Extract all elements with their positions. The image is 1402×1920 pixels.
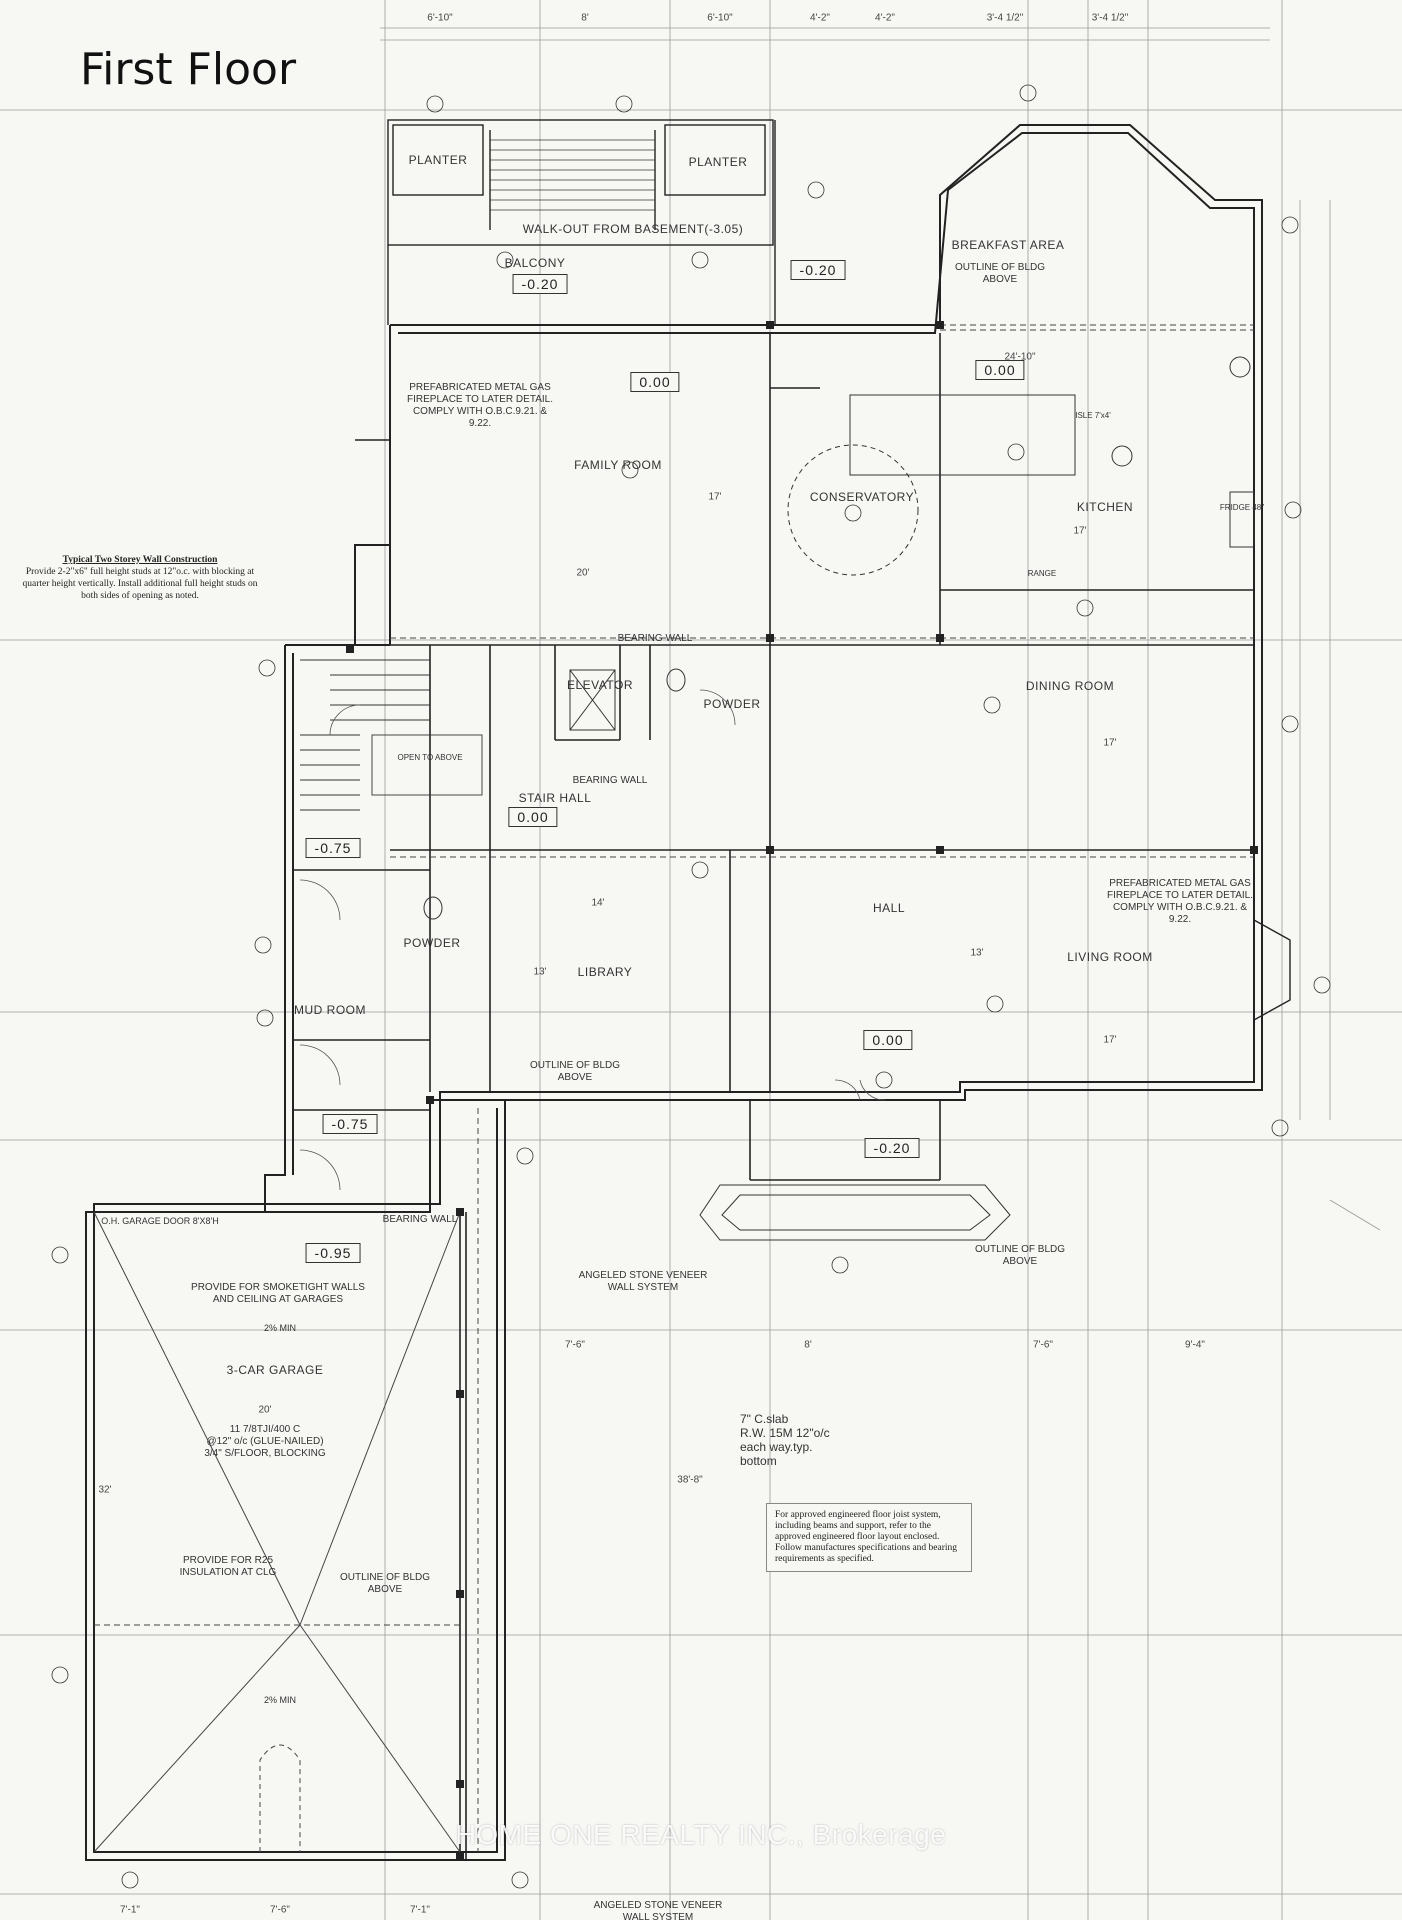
label-balcony: BALCONY bbox=[504, 256, 566, 270]
dim-top-3: 6'-10" bbox=[707, 12, 733, 24]
note-engineered-joist: For approved engineered floor joist syst… bbox=[766, 1503, 972, 1572]
bearing-lines bbox=[94, 324, 1254, 1852]
brokerage-watermark: HOME ONE REALTY INC., Brokerage bbox=[455, 1819, 947, 1850]
dim-mid-3: 7'-6" bbox=[1033, 1339, 1053, 1351]
label-kitchen: KITCHEN bbox=[1076, 500, 1134, 514]
dim-bottom-2: 7'-6" bbox=[270, 1904, 290, 1916]
dim-dining-17: 17' bbox=[1103, 737, 1117, 749]
level-stair-side: -0.75 bbox=[305, 838, 361, 858]
main-stair bbox=[300, 659, 483, 811]
dim-top-7: 3'-4 1/2" bbox=[1091, 12, 1129, 24]
interior-walls bbox=[293, 333, 1254, 1860]
typical-wall-body: Provide 2-2"x6" full height studs at 12"… bbox=[22, 567, 258, 601]
note-bldg-above-1: OUTLINE OF BLDG ABOVE bbox=[954, 262, 1045, 285]
level-balcony: -0.20 bbox=[512, 274, 568, 294]
fireplaces bbox=[355, 439, 1291, 1021]
note-bldg-above-3: OUTLINE OF BLDG ABOVE bbox=[974, 1244, 1065, 1267]
note-bearing-wall-2: BEARING WALL bbox=[572, 775, 648, 786]
note-garage-door: O.H. GARAGE DOOR 8'X8'H bbox=[101, 1216, 219, 1226]
note-slope-2: 2% MIN bbox=[263, 1695, 296, 1705]
dim-top-5: 4'-2" bbox=[875, 12, 895, 24]
label-hall: HALL bbox=[872, 901, 906, 915]
note-range: RANGE bbox=[1027, 569, 1057, 578]
dim-library-13: 13' bbox=[533, 966, 547, 978]
dim-mid-1: 7'-6" bbox=[565, 1339, 585, 1351]
dim-family-width: 20' bbox=[576, 567, 590, 579]
label-living-room: LIVING ROOM bbox=[1067, 950, 1153, 964]
label-walkout: WALK-OUT FROM BASEMENT(-3.05) bbox=[522, 222, 744, 236]
level-mud: -0.75 bbox=[322, 1114, 378, 1134]
level-stair: 0.00 bbox=[508, 807, 558, 827]
level-family: 0.00 bbox=[630, 372, 680, 392]
label-planter-right: PLANTER bbox=[688, 155, 748, 169]
note-stone-veneer-2: ANGELED STONE VENEER WALL SYSTEM bbox=[593, 1900, 723, 1920]
level-kitchen: 0.00 bbox=[975, 360, 1025, 380]
dim-front-38: 38'-8" bbox=[677, 1474, 703, 1486]
dim-top-6: 3'-4 1/2" bbox=[986, 12, 1024, 24]
level-entry: -0.20 bbox=[864, 1138, 920, 1158]
dim-top-4: 4'-2" bbox=[810, 12, 830, 24]
front-steps bbox=[699, 1184, 1011, 1241]
conservatory-outline bbox=[787, 444, 919, 576]
note-isle: ISLE 7'x4' bbox=[1075, 411, 1111, 420]
dim-mid-2: 8' bbox=[804, 1339, 812, 1351]
note-garage-walls: PROVIDE FOR SMOKETIGHT WALLS AND CEILING… bbox=[191, 1282, 365, 1305]
note-garage-insulation: PROVIDE FOR R25 INSULATION AT CLG bbox=[179, 1555, 277, 1578]
label-stair-hall: STAIR HALL bbox=[518, 791, 592, 805]
dim-garage-20: 20' bbox=[258, 1404, 272, 1416]
note-garage-joist: 11 7/8TJI/400 C @12" o/c (GLUE-NAILED) 3… bbox=[204, 1424, 326, 1459]
fixtures bbox=[423, 356, 1255, 920]
floor-title: First Floor bbox=[80, 44, 297, 95]
level-garage: -0.95 bbox=[305, 1243, 361, 1263]
dim-kitchen-width: 24'-10" bbox=[1004, 351, 1036, 363]
dim-library-14: 14' bbox=[591, 897, 605, 909]
level-deck: -0.20 bbox=[790, 260, 846, 280]
dim-mid-4: 9'-4" bbox=[1185, 1339, 1205, 1351]
label-mud-room: MUD ROOM bbox=[294, 1003, 366, 1017]
label-library: LIBRARY bbox=[577, 965, 633, 979]
basement-stairs bbox=[490, 139, 655, 211]
label-powder-lower: POWDER bbox=[403, 936, 461, 950]
note-bearing-wall-1: BEARING WALL bbox=[617, 633, 693, 644]
note-fireplace-living: PREFABRICATED METAL GAS FIREPLACE TO LAT… bbox=[1107, 878, 1253, 925]
label-conservatory: CONSERVATORY bbox=[809, 490, 915, 504]
dim-top-2: 8' bbox=[581, 12, 589, 24]
note-slope-1: 2% MIN bbox=[263, 1323, 296, 1333]
garage-slope-lines bbox=[93, 1211, 461, 1853]
dim-family-height: 17' bbox=[708, 491, 722, 503]
note-bldg-above-2: OUTLINE OF BLDG ABOVE bbox=[529, 1060, 620, 1083]
door-swings bbox=[299, 689, 886, 1191]
note-fireplace-family: PREFABRICATED METAL GAS FIREPLACE TO LAT… bbox=[407, 382, 553, 429]
label-powder-upper: POWDER bbox=[703, 697, 761, 711]
label-family-room: FAMILY ROOM bbox=[574, 458, 662, 472]
note-open-above: OPEN TO ABOVE bbox=[397, 753, 463, 762]
label-breakfast: BREAKFAST AREA bbox=[951, 238, 1065, 252]
dim-bottom-1: 7'-1" bbox=[120, 1904, 140, 1916]
note-bldg-above-4: OUTLINE OF BLDG ABOVE bbox=[339, 1572, 430, 1595]
dim-living-17: 17' bbox=[1103, 1034, 1117, 1046]
dim-living-13: 13' bbox=[970, 947, 984, 959]
level-hall: 0.00 bbox=[863, 1030, 913, 1050]
note-bearing-wall-3: BEARING WALL bbox=[382, 1214, 458, 1225]
label-planter-left: PLANTER bbox=[408, 153, 468, 167]
label-elevator: ELEVATOR bbox=[566, 678, 634, 692]
column-posts bbox=[346, 321, 1258, 1860]
detail-tags bbox=[51, 84, 1331, 1889]
note-slab: 7" C.slab R.W. 15M 12"o/c each way.typ. … bbox=[740, 1412, 830, 1468]
dim-garage-32: 32' bbox=[98, 1484, 112, 1496]
label-dining-room: DINING ROOM bbox=[1025, 679, 1115, 693]
note-typical-wall: Typical Two Storey Wall Construction Pro… bbox=[20, 554, 260, 602]
dim-bottom-3: 7'-1" bbox=[410, 1904, 430, 1916]
dim-kitchen-17: 17' bbox=[1073, 525, 1087, 537]
note-fridge: FRIDGE 48" bbox=[1219, 503, 1265, 512]
typical-wall-title: Typical Two Storey Wall Construction bbox=[62, 555, 218, 565]
dim-top-1: 6'-10" bbox=[427, 12, 453, 24]
label-garage: 3-CAR GARAGE bbox=[226, 1363, 324, 1377]
note-stone-veneer-1: ANGELED STONE VENEER WALL SYSTEM bbox=[578, 1270, 708, 1293]
